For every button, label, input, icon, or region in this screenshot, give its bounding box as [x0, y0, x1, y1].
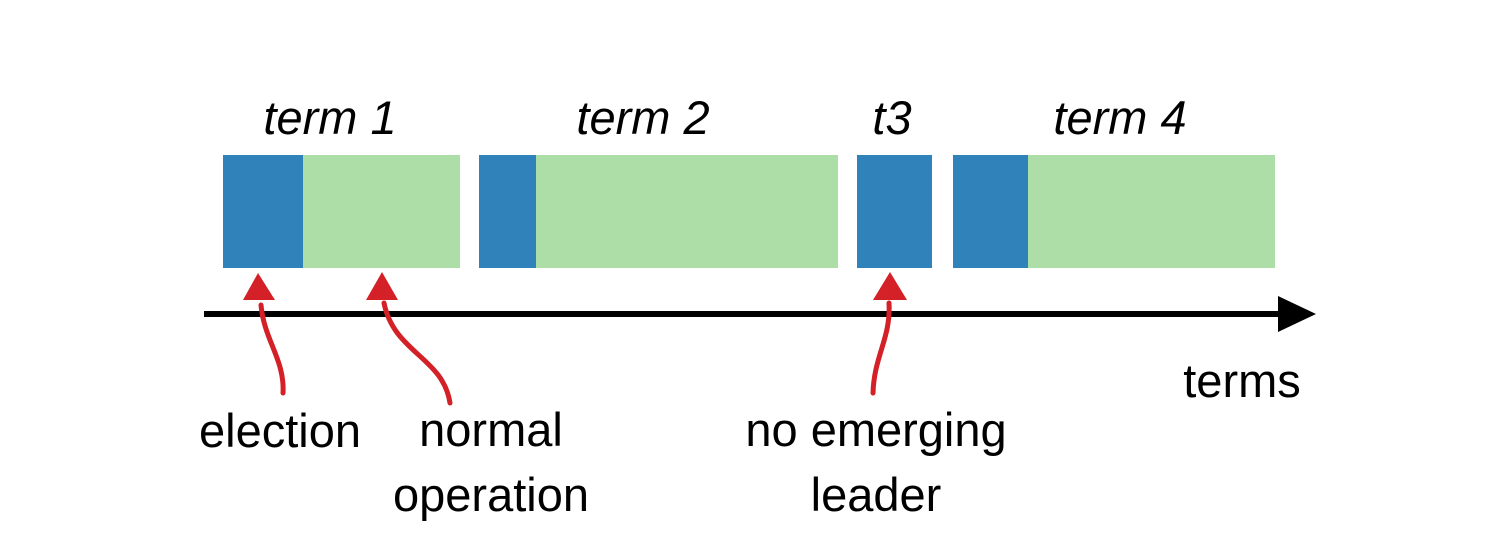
term-2-normal-operation-segment — [536, 155, 838, 268]
term-3-label: t3 — [872, 91, 911, 144]
normal-operation-annotation-line-1: normal — [419, 403, 563, 456]
no-leader-callout-arrow — [870, 300, 892, 396]
no-leader-callout-arrowhead — [873, 272, 907, 300]
term-1-normal-operation-segment — [303, 155, 460, 268]
term-1-election-segment — [223, 155, 303, 268]
election-callout-arrow — [258, 302, 286, 396]
term-2-election-segment — [479, 155, 536, 268]
term-4-election-segment — [953, 155, 1028, 268]
term-1-label: term 1 — [263, 91, 396, 144]
term-4-normal-operation-segment — [1028, 155, 1275, 268]
term-2-label: term 2 — [576, 91, 709, 144]
term-4-label: term 4 — [1053, 91, 1186, 144]
term-3-election-segment — [857, 155, 932, 268]
normal-operation-callout-arrow — [381, 300, 453, 406]
no-leader-annotation-line-1: no emerging — [745, 403, 1006, 456]
no-leader-annotation-line-2: leader — [811, 468, 942, 521]
terms-axis-label: terms — [1183, 354, 1301, 407]
normal-operation-annotation-line-2: operation — [393, 468, 589, 521]
terms-axis-arrowhead — [1278, 296, 1316, 332]
election-callout-arrowhead — [243, 273, 275, 300]
normal-operation-callout-arrowhead — [366, 272, 398, 300]
election-annotation: election — [199, 404, 361, 457]
